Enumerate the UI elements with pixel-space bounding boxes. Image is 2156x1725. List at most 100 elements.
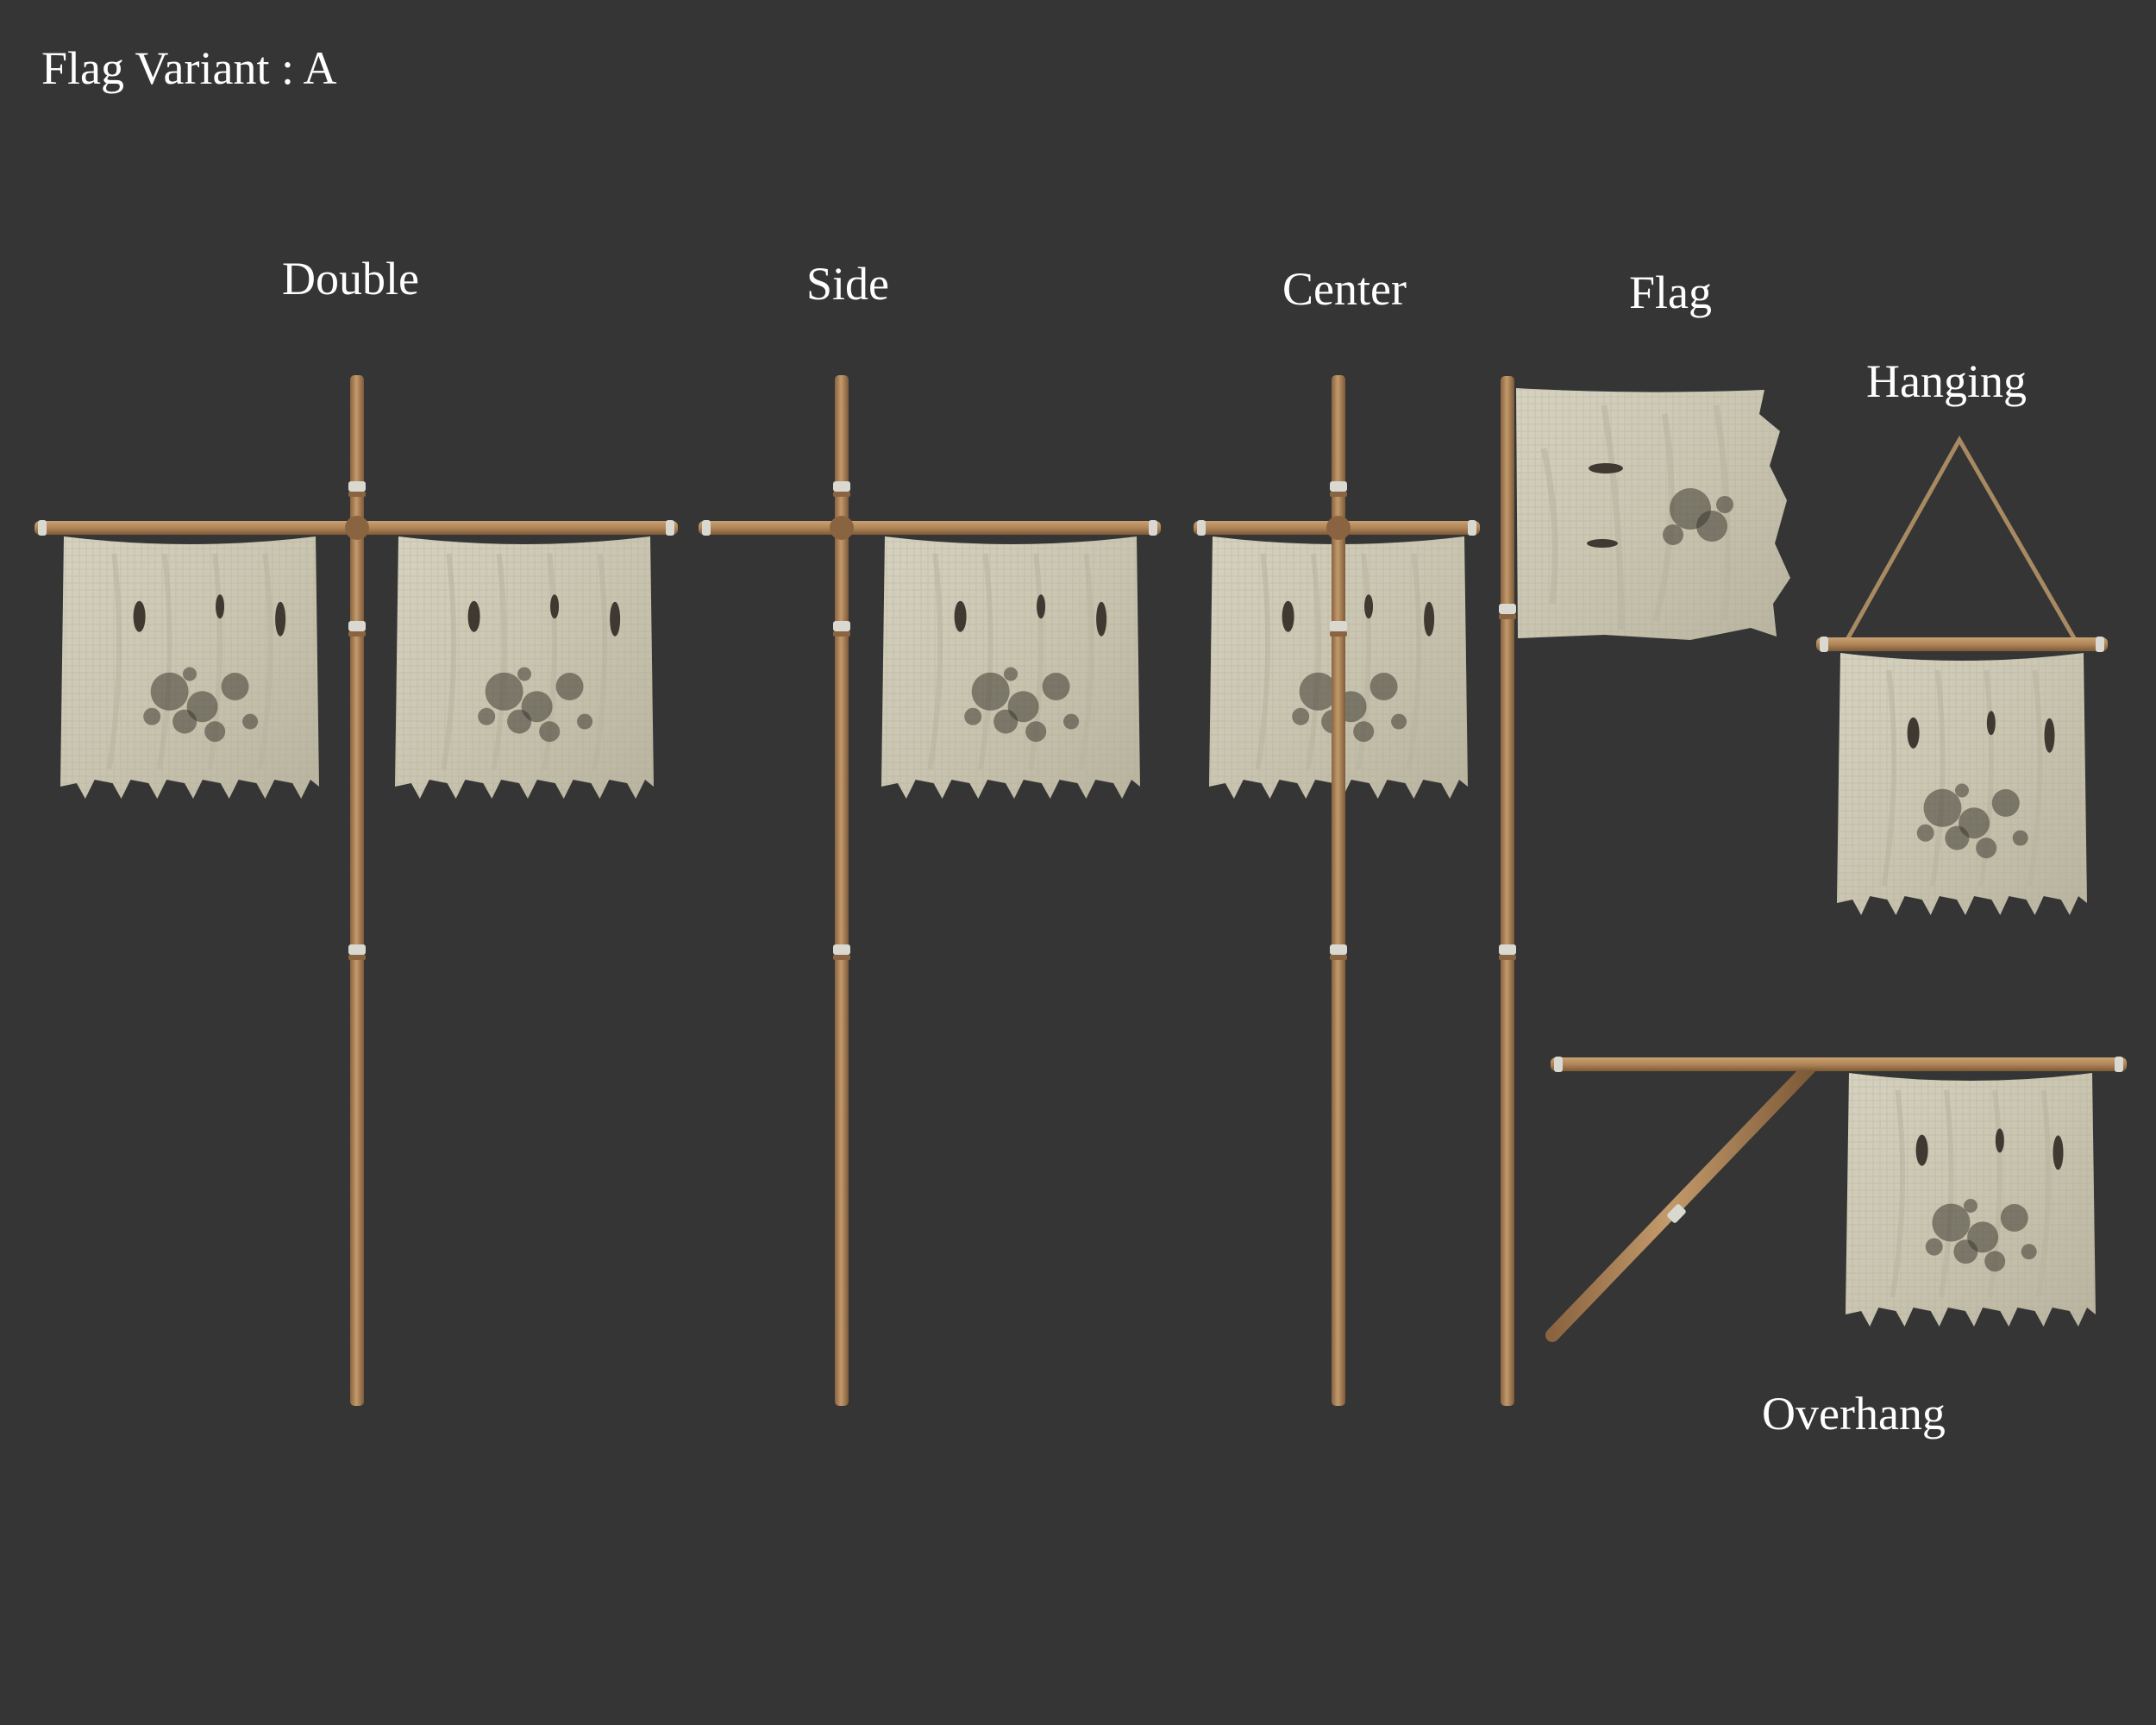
crossbar-cap (666, 520, 674, 536)
flag-hole (1587, 539, 1618, 548)
banner-stain (555, 673, 584, 700)
crossbar-cap (1820, 637, 1828, 652)
banner-fold (2027, 669, 2043, 887)
banner-hole (550, 594, 560, 619)
banner-stain (1925, 1238, 1943, 1256)
banner-stain (1953, 1239, 1978, 1264)
crossbar-knot (1326, 516, 1351, 540)
banner-stain (150, 672, 189, 711)
banner-hole (954, 600, 967, 632)
banner-hole (610, 601, 621, 637)
banner-stain (521, 691, 553, 723)
banner-fold (542, 553, 557, 770)
banner-hole (2044, 718, 2055, 753)
banner-fold (106, 553, 122, 770)
banner-stain (1292, 707, 1310, 725)
banner-fold (927, 553, 943, 770)
banner-fold (1978, 669, 1994, 887)
pole-flag (1499, 376, 1516, 1406)
banner-stain (172, 709, 197, 734)
banner-stain (1369, 673, 1398, 700)
banner-hanging (1837, 653, 2087, 915)
pole-binding (1330, 621, 1347, 631)
pole-binding-shadow (833, 492, 850, 497)
banner-stain (2012, 830, 2028, 846)
banner-fold (156, 553, 172, 770)
banner-fold (1406, 553, 1422, 770)
hanging-rope (1843, 435, 2079, 644)
banner-fold (257, 553, 273, 770)
flag-stain (1716, 496, 1733, 513)
pole-binding (1330, 481, 1347, 492)
crossbar-cap (1149, 520, 1157, 536)
overhang-brace-binding (1667, 1204, 1686, 1223)
label-flag: Flag (1629, 267, 1713, 318)
banner-stain (183, 667, 197, 681)
flag-weave (1516, 388, 1790, 640)
pole-binding-shadow (1499, 955, 1516, 960)
crossbar-cap (1468, 520, 1476, 536)
banner-hole (275, 601, 286, 637)
pole-binding-shadow (1330, 955, 1347, 960)
banner-stain (204, 721, 226, 743)
pole-binding (348, 481, 366, 492)
crossbar-shaft (1551, 1057, 2127, 1071)
pole-binding (348, 944, 366, 955)
banner-hole (1995, 1128, 2004, 1153)
pole-binding-shadow (1330, 492, 1347, 497)
pole-binding-shadow (1499, 614, 1516, 619)
pole-binding (1499, 944, 1516, 955)
pole-binding-shadow (1330, 631, 1347, 637)
banner-fold (1356, 553, 1371, 770)
banner-hole (216, 594, 225, 619)
banner-stain (143, 707, 161, 725)
banner-stain (971, 672, 1010, 711)
pole-center (1330, 375, 1347, 1406)
banner-hole (1096, 601, 1107, 637)
banner-hole (467, 600, 480, 632)
pole-binding (833, 481, 850, 492)
banner-stain (1923, 788, 1962, 827)
pole-shaft (1501, 376, 1514, 1406)
pole-binding (833, 621, 850, 631)
banner-stain (1984, 1251, 2006, 1272)
banner-stain (186, 691, 218, 723)
banner-stain (517, 667, 531, 681)
label-side: Side (806, 258, 890, 310)
banner-double-right (395, 536, 654, 799)
banner-stain (242, 713, 259, 730)
pole-double (348, 375, 366, 1406)
flag-stain (1696, 511, 1727, 542)
banner-stain (1932, 1203, 1971, 1242)
banner-side (881, 536, 1140, 799)
banner-stain (1063, 713, 1080, 730)
pole-binding-shadow (833, 631, 850, 637)
crossbar-overhang (1551, 1057, 2127, 1072)
banner-fold (1305, 553, 1321, 770)
banner-fold (1078, 553, 1094, 770)
pole-binding (833, 944, 850, 955)
banner-fold (1881, 669, 1897, 887)
crossbar-cap (2115, 1057, 2123, 1072)
banner-stain (1007, 691, 1039, 723)
flag-stain (1663, 524, 1683, 545)
pole-side (833, 375, 850, 1406)
banner-stain (964, 707, 982, 725)
banner-fold (977, 553, 993, 770)
pole-binding (348, 621, 366, 631)
sheet-title: Flag Variant : A (41, 42, 337, 94)
banner-stain (1299, 672, 1338, 711)
label-double: Double (282, 253, 419, 304)
pole-binding-shadow (348, 955, 366, 960)
crossbar-cap (702, 520, 711, 536)
banner-fold (1255, 553, 1271, 770)
banner-stain (1025, 721, 1047, 743)
crossbar-shaft (1816, 637, 2108, 651)
flag-hole (1589, 463, 1623, 474)
banner-fold (207, 553, 222, 770)
banner-overhang (1846, 1073, 2096, 1327)
crossbar-side (699, 520, 1161, 536)
flag-fold (1601, 405, 1625, 630)
banner-stain (1976, 837, 1997, 859)
banner-stain (1945, 825, 1970, 850)
